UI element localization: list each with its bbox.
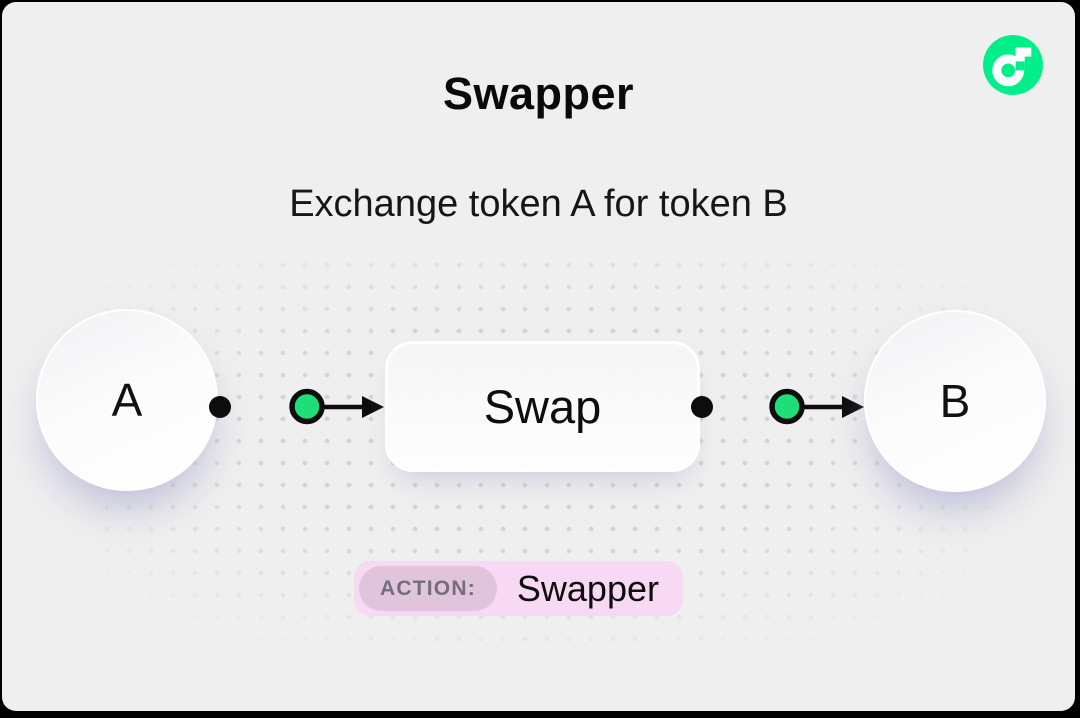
action-pill: ACTION: Swapper: [354, 561, 683, 616]
arrowhead-icon: [362, 396, 384, 418]
flow-connector-left: [209, 388, 384, 425]
connection-dot-icon: [691, 396, 713, 418]
arrowhead-icon: [842, 396, 864, 418]
flow-logo-icon: [983, 35, 1043, 95]
page-subtitle: Exchange token A for token B: [289, 183, 788, 225]
action-value: Swapper: [516, 567, 659, 609]
swap-box-label: Swap: [483, 380, 602, 433]
token-b-label: B: [939, 375, 971, 427]
token-transfer-icon: [289, 388, 325, 425]
connection-dot-icon: [209, 396, 231, 418]
flow-logo-svg: [983, 35, 1043, 95]
token-a-label: A: [111, 374, 143, 426]
token-node-b: B: [864, 310, 1046, 492]
token-node-a: A: [36, 309, 218, 491]
token-transfer-icon: [769, 388, 805, 425]
flow-connector-right: [691, 388, 864, 425]
page-title: Swapper: [442, 68, 635, 119]
swap-process-box: Swap: [385, 341, 700, 472]
action-label-badge: ACTION:: [359, 566, 497, 611]
